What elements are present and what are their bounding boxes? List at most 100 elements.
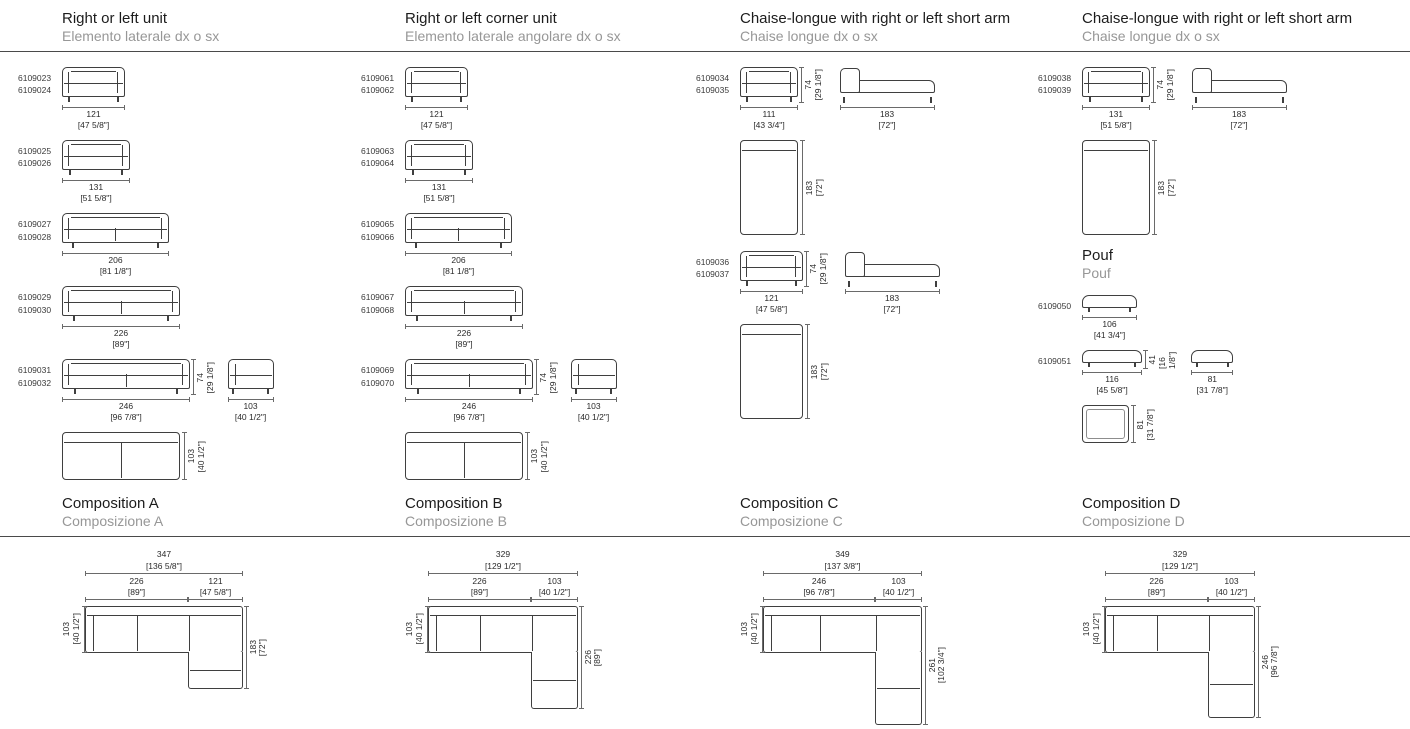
dimension-cm: 206: [108, 255, 123, 266]
sofa-front-drawing: [62, 140, 130, 176]
height-dimension: 41 [16 1/8"]: [1143, 350, 1177, 370]
dimension-cm: 347: [156, 549, 172, 560]
dimension-cm: 329: [495, 549, 511, 560]
composition-b: 329 [129 1/2"] 226 [89"] 103 [40 1/2"]: [361, 549, 696, 724]
dimension-line: [405, 397, 533, 403]
right-depth-dimension: 183 [72"]: [243, 605, 269, 689]
drawing-with-dimension: 121 [47 5/8"]: [405, 67, 468, 131]
sofa-front-drawing: [740, 67, 798, 102]
dimension-line: [428, 596, 531, 602]
top-view-row: 103 [40 1/2"]: [62, 432, 361, 481]
dimension-inches: [81 1/8"]: [442, 266, 475, 277]
sofa-side-view-drawing: [227, 359, 274, 395]
sku-code: 6109028: [18, 231, 52, 242]
sku-code: 6109067: [361, 292, 395, 303]
sofa-front-drawing: [405, 213, 512, 249]
segment-dimensions: 226 [89"] 121 [47 5/8"]: [85, 576, 243, 602]
height-dimension: 74 [29 1/8"]: [191, 359, 216, 396]
drawing-with-dimension: 226 [89"]: [405, 286, 523, 350]
product-row: 6109027 6109028 206 [81 1/8"]: [18, 213, 361, 277]
dimension-line: [405, 105, 468, 110]
drawing-with-dimension: 116 [45 5/8"]: [1082, 350, 1142, 396]
dimension-line: [1151, 67, 1156, 103]
column-chaise-longue-1: 6109034 6109035 111 [43 3/4"] 74 [29 1/8…: [696, 67, 1038, 489]
product-sku: 6109051: [1038, 350, 1082, 367]
drawing-with-dimension: 183 [72"]: [1191, 67, 1287, 131]
dimension-line: [839, 105, 935, 110]
width-dimension: 121 [47 5/8"]: [62, 105, 125, 131]
width-dimension: 131 [51 5/8"]: [1082, 105, 1150, 131]
width-dimension: 116 [45 5/8"]: [1082, 370, 1142, 396]
width-dimension: 226 [89"]: [405, 324, 523, 350]
dimension-inches: [129 1/2"]: [1161, 560, 1199, 571]
sku-code: 6109051: [1038, 356, 1072, 367]
drawing-with-dimension: 81 [31 7/8"]: [1191, 350, 1234, 396]
sku-code: 6109034: [696, 73, 730, 83]
sofa-front-drawing: [405, 140, 473, 176]
dimension-line: [1131, 405, 1136, 444]
section-title: Right or left unit: [62, 10, 168, 27]
sku-code: 6109025: [18, 146, 52, 157]
composition-c: 349 [137 3/8"] 246 [96 7/8"] 103 [40 1/2…: [696, 549, 1038, 725]
sku-code: 6109061: [361, 73, 395, 83]
chaise-top-view-drawing: [740, 324, 803, 420]
sofa-front-drawing: [405, 286, 523, 322]
sofa-front-drawing: [62, 67, 125, 102]
dimension-line: [428, 570, 578, 576]
dimension-line: [763, 570, 922, 576]
depth-dimension: 103 [40 1/2"]: [182, 432, 207, 481]
top-view-row: 183 [72"]: [1082, 140, 1398, 236]
section-subtitle: Composizione D: [1082, 513, 1185, 530]
dimension-inches: [72"]: [818, 363, 829, 381]
unit-divider: [188, 614, 190, 651]
sku-code: 6109068: [361, 304, 395, 315]
composition-drawings: 347 [136 5/8"] 226 [89"] 121 [47 5/8"]: [0, 537, 1410, 725]
sofa-front-drawing: [405, 359, 533, 395]
dimension-line: [1105, 596, 1208, 602]
sku-code: 6109031: [18, 365, 52, 376]
dimension-line: [570, 397, 617, 403]
length-dimension: 183 [72"]: [844, 289, 940, 315]
sku-code: 6109037: [696, 269, 730, 280]
sku-code: 6109032: [18, 377, 52, 388]
width-dimension: 121 [47 5/8"]: [740, 289, 803, 315]
dimension-cm: 329: [1172, 549, 1188, 560]
right-depth-dimension: 246 [96 7/8"]: [1255, 605, 1281, 718]
section-title: Composition C: [740, 495, 839, 513]
product-row: 6109065 6109066 206 [81 1/8"]: [361, 213, 696, 277]
width-dimension: 206 [81 1/8"]: [62, 251, 169, 277]
dimension-inches: [96 7/8"]: [803, 586, 835, 597]
section-subtitle: Composizione C: [740, 513, 843, 530]
width-dimension: 131 [51 5/8"]: [62, 178, 130, 204]
dimension-line: [1082, 105, 1150, 110]
dimension-inches: [40 1/2"]: [413, 613, 424, 645]
dimension-line: [191, 359, 196, 396]
section-subtitle: Elemento laterale dx o sx: [62, 28, 220, 44]
width-dimension: 246 [96 7/8"]: [405, 397, 533, 423]
width-dimension: 106 [41 3/4"]: [1082, 315, 1137, 341]
dimension-cm: 226: [113, 328, 129, 339]
width-dimension: 246 [96 7/8"]: [62, 397, 190, 423]
drawing-with-dimension: 111 [43 3/4"]: [740, 67, 798, 131]
cushion-divider: [479, 614, 481, 651]
header-composition-c: Composition C Composizione C: [696, 495, 1038, 536]
dimension-cm: 131: [88, 182, 104, 193]
dimension-line: [62, 324, 180, 330]
dimension-cm: 121: [208, 575, 223, 586]
chaise-side-view-drawing: [839, 67, 935, 103]
dimension-cm: 226: [129, 575, 144, 586]
unit-divider: [1208, 614, 1210, 651]
top-dimensions: 329 [129 1/2"] 226 [89"] 103 [40 1/2"]: [1105, 549, 1255, 602]
product-row: 6109034 6109035 111 [43 3/4"] 74 [29 1/8…: [696, 67, 1038, 131]
dimension-inches: [72"]: [813, 178, 824, 197]
product-row: 6109067 6109068 226 [89"]: [361, 286, 696, 350]
product-sku: 6109050: [1038, 295, 1082, 312]
dimension-cm: 183: [1231, 109, 1247, 119]
right-depth-dimension: 261 [102 3/4"]: [922, 605, 948, 725]
sku-code: 6109027: [18, 219, 52, 230]
product-sku: 6109023 6109024: [18, 67, 62, 97]
dimension-line: [182, 432, 187, 481]
product-row: 6109069 6109070 246 [96 7/8"] 74 [29 1/8…: [361, 359, 696, 423]
drawing-with-dimension: 206 [81 1/8"]: [405, 213, 512, 277]
product-sku: 6109031 6109032: [18, 359, 62, 389]
